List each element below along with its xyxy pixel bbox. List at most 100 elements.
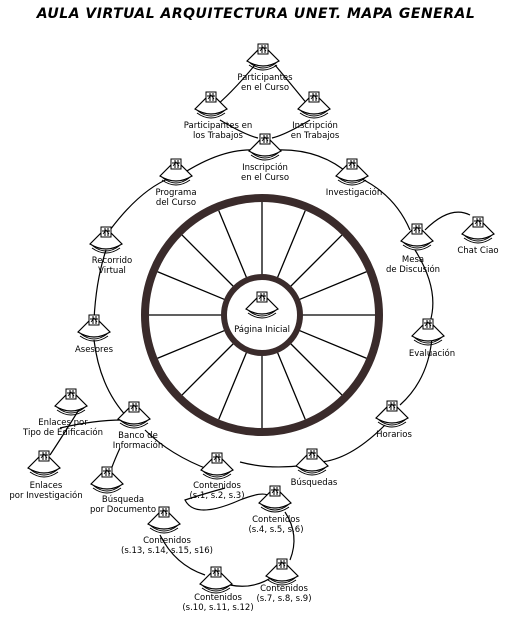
node-icon bbox=[117, 401, 151, 429]
node-icon bbox=[147, 506, 181, 534]
connector-line bbox=[319, 424, 386, 463]
node-chat-ciao[interactable]: Chat Ciao bbox=[457, 216, 499, 256]
node-evaluacion[interactable]: Evaluación bbox=[409, 318, 455, 359]
connector-line bbox=[359, 177, 411, 231]
connector-line bbox=[184, 487, 271, 511]
node-investigacion[interactable]: Investigación bbox=[326, 158, 383, 198]
connector-line bbox=[219, 119, 259, 139]
connector-line bbox=[144, 429, 211, 471]
node-label: Investigación bbox=[326, 187, 383, 198]
node-label: Asesores bbox=[75, 345, 114, 355]
node-label: Virtual bbox=[98, 266, 126, 276]
node-icon bbox=[335, 158, 369, 186]
connector-line bbox=[93, 249, 107, 321]
node-icon bbox=[200, 452, 234, 480]
wheel-spoke bbox=[275, 210, 306, 281]
page-title: AULA VIRTUAL ARQUITECTURA UNET. MAPA GEN… bbox=[36, 6, 476, 22]
node-label: (s.13, s.14, s.15, s16) bbox=[121, 546, 213, 556]
node-label: Enlaces bbox=[30, 481, 63, 491]
wheel-spoke bbox=[181, 234, 236, 289]
node-label: Contenidos bbox=[193, 481, 241, 491]
node-icon bbox=[77, 314, 111, 342]
connector-line bbox=[109, 177, 171, 231]
node-label: (s.1, s.2, s.3) bbox=[189, 491, 244, 501]
node-label: Búsqueda bbox=[102, 495, 144, 505]
node-icon bbox=[199, 566, 233, 594]
node-label: Chat Ciao bbox=[457, 246, 498, 256]
connector-line bbox=[59, 419, 123, 429]
node-contenidos-4[interactable]: Contenidos(s.4, s.5, s.6) bbox=[248, 485, 304, 535]
node-icon bbox=[297, 91, 331, 119]
node-pagina-inicial[interactable]: Página Inicial bbox=[234, 291, 290, 335]
node-contenidos-13[interactable]: Contenidos(s.13, s.14, s.15, s16) bbox=[121, 506, 213, 556]
node-asesores[interactable]: Asesores bbox=[75, 314, 114, 355]
node-label: por Documento bbox=[90, 505, 156, 515]
node-label: del Curso bbox=[156, 198, 196, 208]
node-contenidos-10[interactable]: Contenidos(s.10, s.11, s.12) bbox=[182, 566, 254, 613]
node-contenidos-7[interactable]: Contenidos(s.7, s.8, s.9) bbox=[256, 558, 312, 604]
connector-lines bbox=[49, 64, 471, 587]
node-label: por Investigación bbox=[9, 490, 82, 501]
node-icon bbox=[295, 448, 329, 476]
node-label: Contenidos bbox=[252, 515, 300, 525]
wheel-spoke bbox=[181, 341, 236, 396]
node-icon bbox=[411, 318, 445, 346]
node-label: Evaluación bbox=[409, 348, 455, 359]
connector-line bbox=[284, 511, 295, 561]
node-icon bbox=[375, 400, 409, 428]
node-icon bbox=[194, 91, 228, 119]
node-label: Contenidos bbox=[260, 584, 308, 594]
node-contenidos-1[interactable]: Contenidos(s.1, s.2, s.3) bbox=[189, 452, 245, 501]
wheel-spoke bbox=[288, 234, 343, 289]
node-icon bbox=[54, 388, 88, 416]
connector-line bbox=[159, 534, 206, 576]
node-label: Mesa bbox=[402, 255, 424, 265]
node-label: Contenidos bbox=[194, 593, 242, 603]
connector-line bbox=[414, 249, 434, 323]
wheel-spoke bbox=[275, 349, 306, 420]
node-label: Recorrido bbox=[92, 256, 132, 266]
node-label: Programa bbox=[155, 188, 196, 198]
node-icon bbox=[27, 450, 61, 478]
node-icon bbox=[90, 466, 124, 494]
node-icon bbox=[248, 133, 282, 161]
connector-line bbox=[424, 211, 471, 231]
wheel-spoke bbox=[296, 328, 367, 359]
node-icon bbox=[265, 558, 299, 586]
node-label: Búsquedas bbox=[291, 478, 338, 488]
connector-line bbox=[271, 119, 311, 139]
wheel-spoke bbox=[296, 271, 367, 302]
node-label: Inscripción bbox=[292, 120, 338, 131]
node-label: de Discusión bbox=[386, 264, 440, 275]
wheel-spoke bbox=[218, 210, 249, 281]
wheel-spoke bbox=[157, 328, 228, 359]
node-icon bbox=[89, 226, 123, 254]
node-label: los Trabajos bbox=[193, 131, 244, 141]
node-label: (s.7, s.8, s.9) bbox=[256, 594, 311, 604]
node-label: Enlaces por bbox=[38, 418, 88, 428]
node-label: en Trabajos bbox=[291, 131, 340, 141]
wheel-spoke bbox=[218, 349, 249, 420]
node-icon bbox=[246, 43, 280, 71]
node-icon bbox=[400, 223, 434, 251]
connector-line bbox=[49, 407, 81, 456]
node-icon bbox=[159, 158, 193, 186]
node-label: Horarios bbox=[376, 430, 412, 440]
node-horarios[interactable]: Horarios bbox=[375, 400, 412, 440]
outer-ring bbox=[141, 194, 383, 436]
node-busquedas[interactable]: Búsquedas bbox=[291, 448, 338, 488]
node-label: (s.10, s.11, s.12) bbox=[182, 603, 253, 613]
